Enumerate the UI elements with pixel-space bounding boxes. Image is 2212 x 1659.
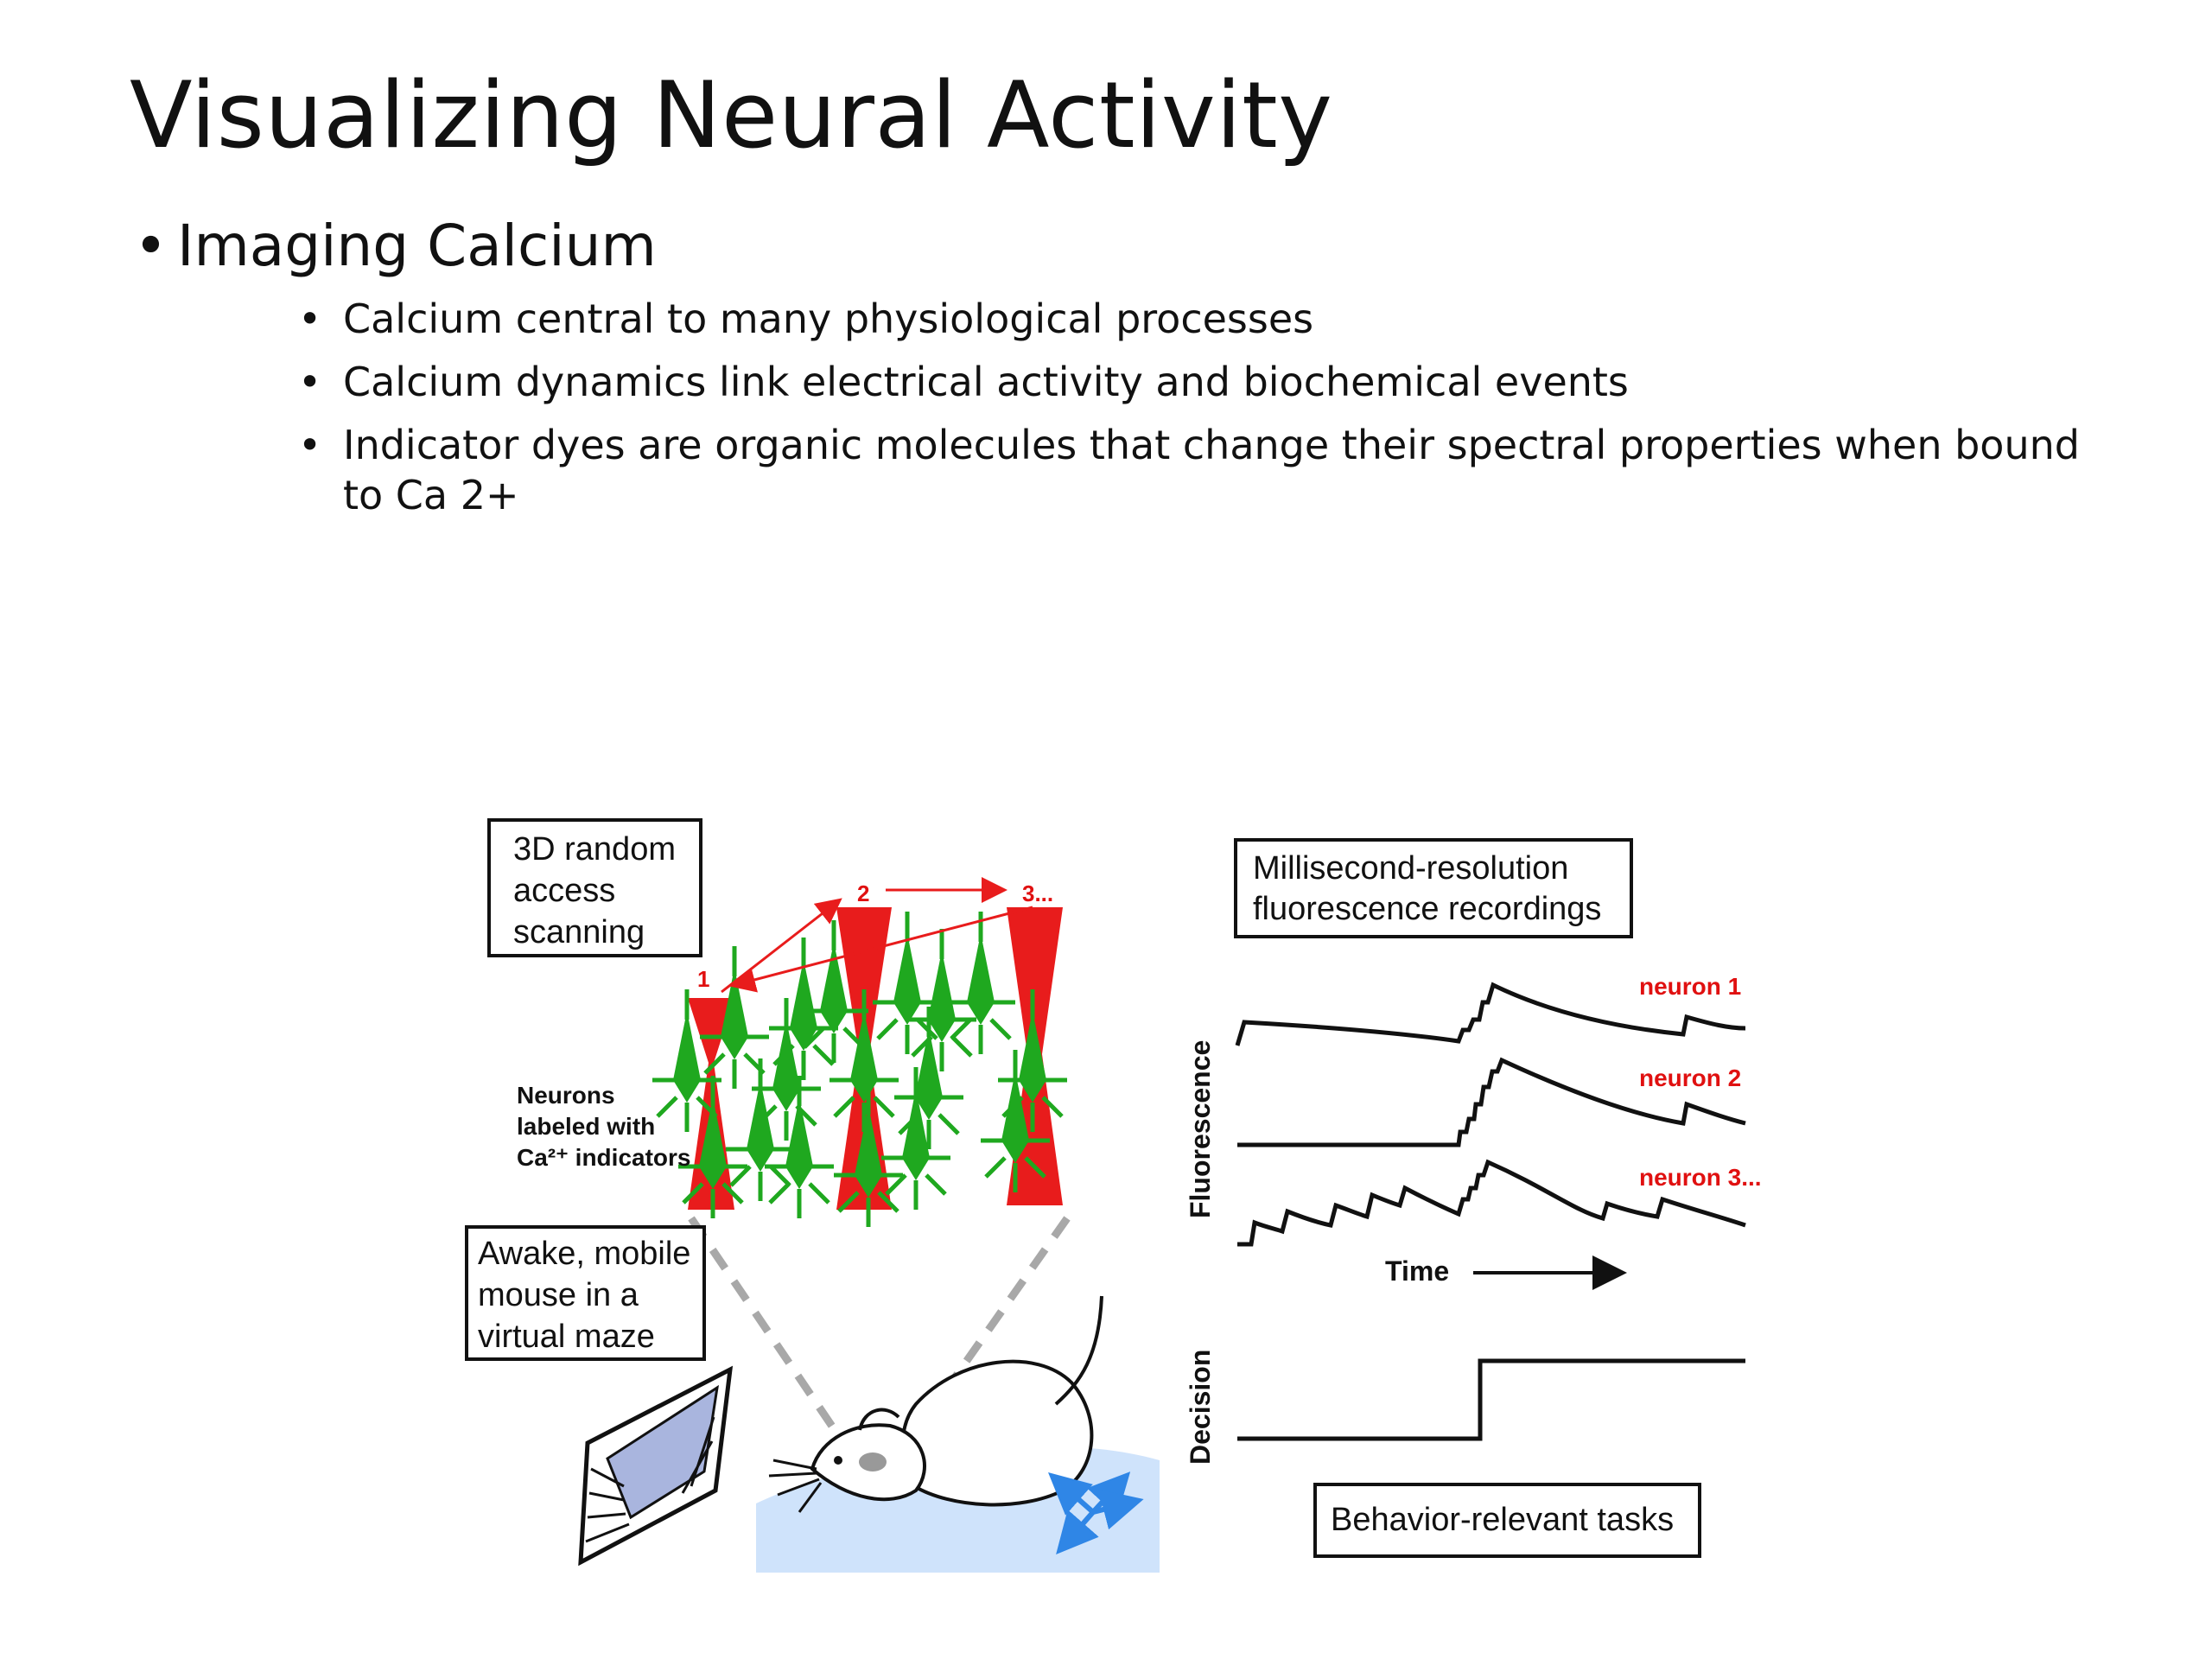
sub-bullet: •Indicator dyes are organic molecules th… xyxy=(298,422,2080,518)
sub-bullet-list: •Calcium central to many physiological p… xyxy=(298,294,2104,533)
scan-step-label: 1 xyxy=(697,966,709,992)
decision-axis-label: Decision xyxy=(1185,1350,1216,1465)
main-bullet-text: Imaging Calcium xyxy=(177,213,657,279)
sub-bullet: •Calcium central to many physiological p… xyxy=(298,296,1314,342)
mouse-box: Awake, mobile mouse in a virtual maze xyxy=(465,1225,706,1361)
trace-label: neuron 2 xyxy=(1639,1065,1741,1091)
bullet-dot: • xyxy=(134,213,168,279)
trace-neuron-2 xyxy=(1237,1057,1746,1147)
trace-neuron-3 xyxy=(1237,1159,1746,1247)
recording-box-line: fluorescence recordings xyxy=(1253,891,1601,927)
recording-box: Millisecond-resolution fluorescence reco… xyxy=(1234,838,1633,938)
virtual-maze-screen xyxy=(578,1365,734,1567)
neurons-label-line: Neurons xyxy=(517,1082,615,1109)
fluorescence-axis-label: Fluorescence xyxy=(1185,1040,1216,1218)
scan-step-label: 3... xyxy=(1022,880,1053,906)
scan-step-label: 2 xyxy=(857,880,869,906)
behavior-box: Behavior-relevant tasks xyxy=(1313,1483,1701,1558)
trace-label: neuron 1 xyxy=(1639,973,1741,1000)
scan-box-line: scanning xyxy=(513,914,645,950)
main-bullet: •Imaging Calcium xyxy=(134,213,657,279)
sub-bullet: •Calcium dynamics link electrical activi… xyxy=(298,359,1629,405)
mouse-box-line: mouse in a xyxy=(478,1277,639,1313)
fluorescence-traces: neuron 1 neuron 2 neuron 3... Fluorescen… xyxy=(1185,973,1762,1290)
decision-trace: Decision xyxy=(1185,1350,1745,1465)
scan-path: 1 2 3... xyxy=(697,877,1053,994)
mouse-box-line: Awake, mobile xyxy=(478,1236,690,1272)
behavior-box-text: Behavior-relevant tasks xyxy=(1331,1502,1674,1538)
scan-box-line: 3D random xyxy=(513,831,676,868)
movement-arrows-icon xyxy=(1048,1471,1144,1555)
neurons-label-line: labeled with xyxy=(517,1113,655,1140)
neurons-label-line: Ca²⁺ indicators xyxy=(517,1144,690,1171)
neurons-label: Neurons labeled with Ca²⁺ indicators xyxy=(517,1082,690,1171)
mouse-box-line: virtual maze xyxy=(478,1319,655,1355)
trace-neuron-1 xyxy=(1235,982,1746,1046)
trace-label: neuron 3... xyxy=(1639,1164,1762,1191)
time-axis-label: Time xyxy=(1385,1255,1449,1287)
slide-title: Visualizing Neural Activity xyxy=(130,62,1333,168)
recording-box-line: Millisecond-resolution xyxy=(1253,850,1568,887)
scan-box-line: access xyxy=(513,873,615,909)
scan-box: 3D random access scanning xyxy=(487,818,702,957)
mouse xyxy=(768,1295,1103,1513)
